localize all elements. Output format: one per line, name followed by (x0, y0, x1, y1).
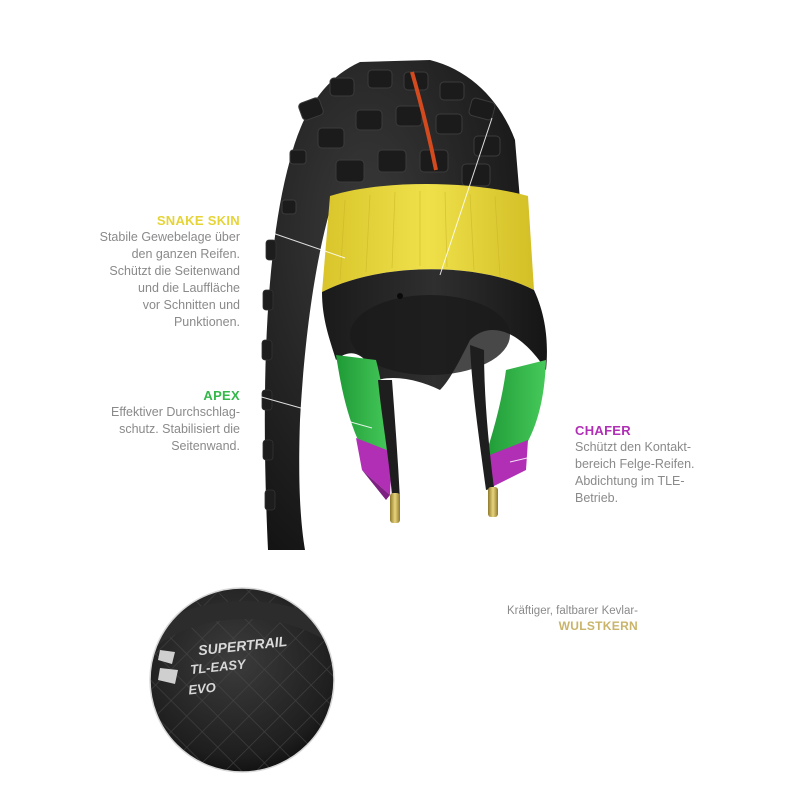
chafer-layer-left (356, 438, 392, 495)
apex-desc-2: schutz. Stabilisiert die (119, 422, 240, 436)
apex-desc-1: Effektiver Durchschlag- (111, 405, 240, 419)
sidewall-print-line2: TL-EASY (189, 656, 247, 677)
snake-skin-desc-5: vor Schnitten und (142, 298, 240, 312)
snake-skin-desc-6: Punktionen. (173, 315, 240, 329)
chafer-desc-3: Abdichtung im TLE- (575, 474, 685, 488)
sidewall-detail-magnifier: SUPERTRAIL TL-EASY EVO (150, 588, 334, 772)
callout-wulstkern: Kräftiger, faltbarer Kevlar- WULSTKERN (478, 604, 638, 634)
sidewall-knobs (261, 239, 277, 511)
apex-desc-3: Seitenwand. (171, 439, 240, 453)
callout-snake-skin: SNAKE SKIN Stabile Gewebelage über den g… (60, 212, 240, 331)
chafer-layer-right (482, 440, 528, 488)
chafer-desc-1: Schützt den Kontakt- (575, 440, 692, 454)
bead-core-left (390, 493, 400, 523)
tire-outer-sidewall (264, 60, 520, 550)
chafer-desc-2: bereich Felge-Reifen. (575, 457, 695, 471)
snake-skin-desc-3: Schützt die Seitenwand (109, 264, 240, 278)
tread-accent-stripe (410, 71, 438, 171)
callout-chafer: CHAFER Schützt den Kontakt- bereich Felg… (575, 422, 735, 507)
chafer-desc-4: Betrieb. (575, 491, 619, 505)
apex-layer-right (484, 360, 546, 460)
wulstkern-title: WULSTKERN (558, 619, 638, 633)
snake-skin-layer (322, 184, 534, 292)
chafer-title: CHAFER (575, 423, 631, 438)
snake-skin-title: SNAKE SKIN (156, 213, 240, 228)
snake-skin-desc-1: Stabile Gewebelage über (99, 230, 240, 244)
snake-skin-desc-2: den ganzen Reifen. (131, 247, 240, 261)
callout-apex: APEX Effektiver Durchschlag- schutz. Sta… (60, 387, 240, 455)
apex-title: APEX (203, 388, 240, 403)
bead-core-right (488, 487, 498, 517)
leader-lines (257, 117, 571, 463)
snake-skin-desc-4: und die Lauffläche (138, 281, 240, 295)
apex-layer-left (336, 355, 390, 452)
sidewall-print-line3: EVO (188, 680, 217, 698)
wulstkern-desc-1: Kräftiger, faltbarer Kevlar- (506, 605, 638, 617)
